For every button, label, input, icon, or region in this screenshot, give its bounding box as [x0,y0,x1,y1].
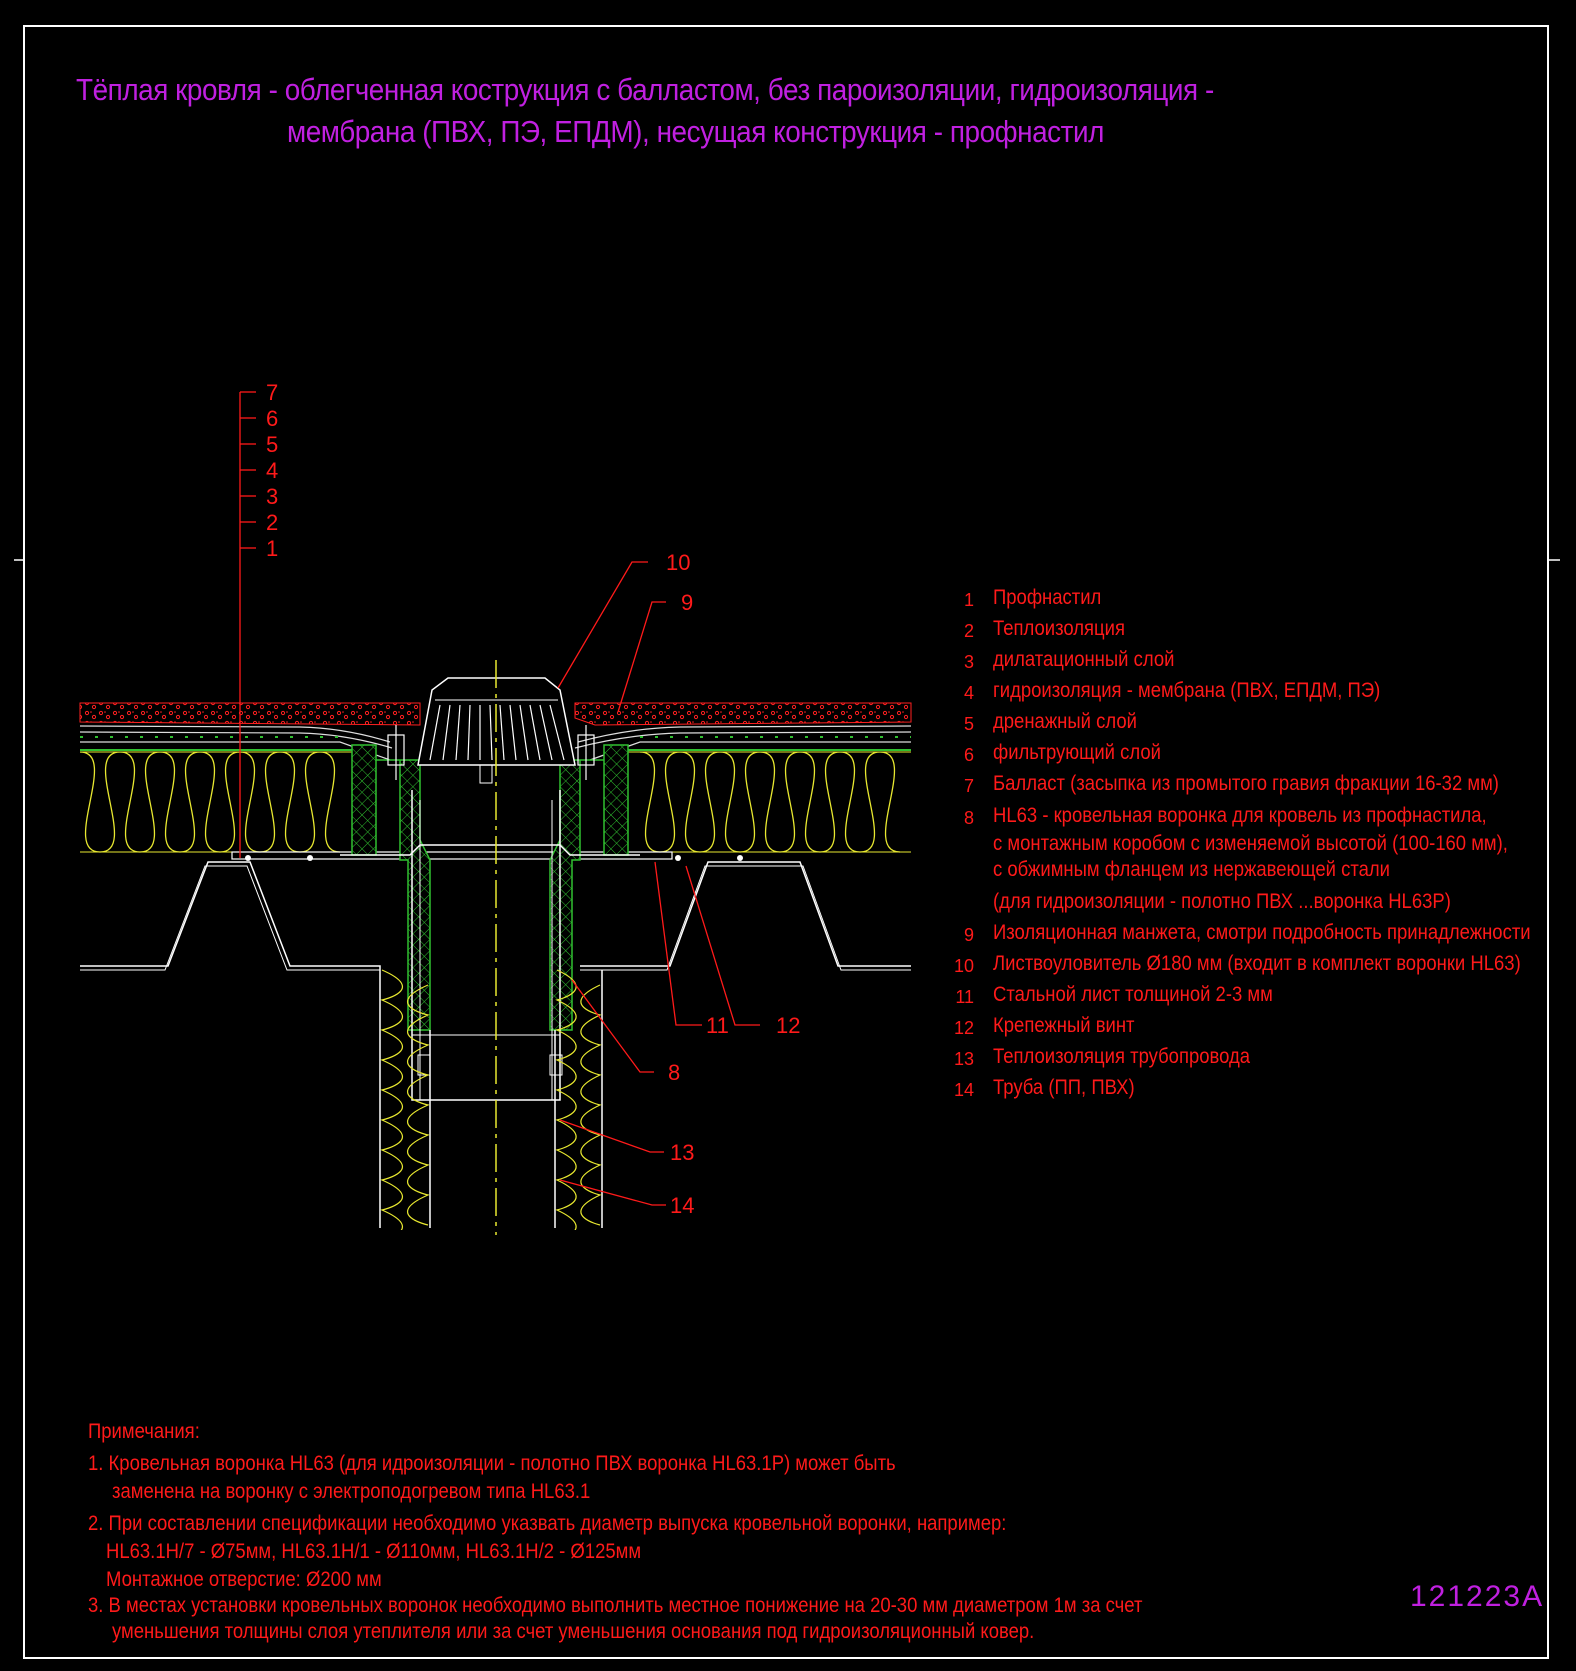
legend-num-10: 10 [953,956,974,976]
outer-frame [23,25,1549,1659]
notes-heading: Примечания: [88,1420,200,1443]
callout-14: 14 [670,1193,694,1218]
profiled-deck [80,861,381,970]
legend-num-13: 13 [953,1049,974,1069]
legend-text-9: Изоляционная манжета, смотри подробность… [993,921,1531,944]
legend-num-8: 8 [963,808,974,828]
callout-2: 2 [266,510,278,535]
note-2-line1: 2. При составлении спецификации необходи… [88,1512,1007,1535]
roof-drain-hl63 [340,660,640,1235]
legend-text-3: дилатационный слой [993,648,1175,671]
legend-text-13: Теплоизоляция трубопровода [993,1045,1251,1068]
legend-text-6: фильтрующий слой [993,741,1161,764]
legend-text-11: Стальной лист толщиной 2-3 мм [993,983,1273,1006]
steel-sheet [231,851,673,860]
legend-num-3: 3 [963,652,974,672]
callout-1: 1 [266,536,278,561]
legend-num-11: 11 [955,987,974,1007]
legend-text-8-line2: с монтажным коробом с изменяемой высотой… [993,832,1508,855]
note-3-line2: уменьшения толщины слоя утеплителя или з… [112,1620,1035,1643]
legend-num-6: 6 [963,745,974,765]
legend-text-8-line4: (для гидроизоляции - полотно ПВХ ...воро… [993,890,1451,913]
callout-7: 7 [266,380,278,405]
legend-text-2: Теплоизоляция [993,617,1125,640]
legend-text-5: дренажный слой [993,710,1137,733]
note-3-line1: 3. В местах установки кровельных воронок… [88,1594,1143,1617]
legend-num-9: 9 [963,925,974,945]
callout-13: 13 [670,1140,694,1165]
callout-3: 3 [266,484,278,509]
roof-section [79,702,912,971]
legend-text-1: Профнастил [993,586,1102,609]
callout-9: 9 [681,590,693,615]
callout-8: 8 [668,1060,680,1085]
callout-4: 4 [266,458,278,483]
legend-text-7: Балласт (засыпка из промытого гравия фра… [993,772,1499,795]
legend-num-14: 14 [953,1080,974,1100]
legend-num-5: 5 [963,714,974,734]
legend-text-8-line3: с обжимным фланцем из нержавеющей стали [993,858,1391,881]
callout-6: 6 [266,406,278,431]
note-2-line2: HL63.1H/7 - Ø75мм, HL63.1H/1 - Ø110мм, H… [106,1540,642,1563]
legend-text-12: Крепежный винт [993,1014,1135,1037]
note-1-line1: 1. Кровельная воронка HL63 (для идроизол… [88,1452,896,1475]
pipe-assembly [379,969,603,1230]
legend-num-4: 4 [963,683,974,703]
note-1-line2: заменена на воронку с электроподогревом … [112,1480,591,1503]
callout-10: 10 [666,550,690,575]
callout-11: 11 [706,1013,729,1038]
drawing-code: 121223A [1410,1580,1545,1613]
legend-text-14: Труба (ПП, ПВХ) [993,1076,1135,1099]
legend-text-8: HL63 - кровельная воронка для кровель из… [993,804,1487,827]
note-2-line3: Монтажное отверстие: Ø200 мм [106,1568,382,1591]
callout-numbers: 7 6 5 4 3 2 1 10 9 11 12 8 13 14 [266,380,800,1218]
legend-num-7: 7 [963,776,974,796]
callout-12: 12 [776,1013,800,1038]
legend-num-12: 12 [953,1018,974,1038]
drawing-title-line1: Тёплая кровля - облегченная кострукция с… [76,72,1214,107]
legend-text-10: Листвоуловитель Ø180 мм (входит в компле… [993,952,1521,975]
callout-5: 5 [266,432,278,457]
drawing-title-line2: мембрана (ПВХ, ПЭ, ЕПДМ), несущая констр… [287,114,1104,149]
legend-text-4: гидроизоляция - мембрана (ПВХ, ЕПДМ, ПЭ) [993,679,1381,702]
legend-num-2: 2 [963,621,974,641]
legend-num-1: 1 [963,590,974,610]
leader-lines [239,391,760,1206]
gravel-ballast [79,702,421,726]
